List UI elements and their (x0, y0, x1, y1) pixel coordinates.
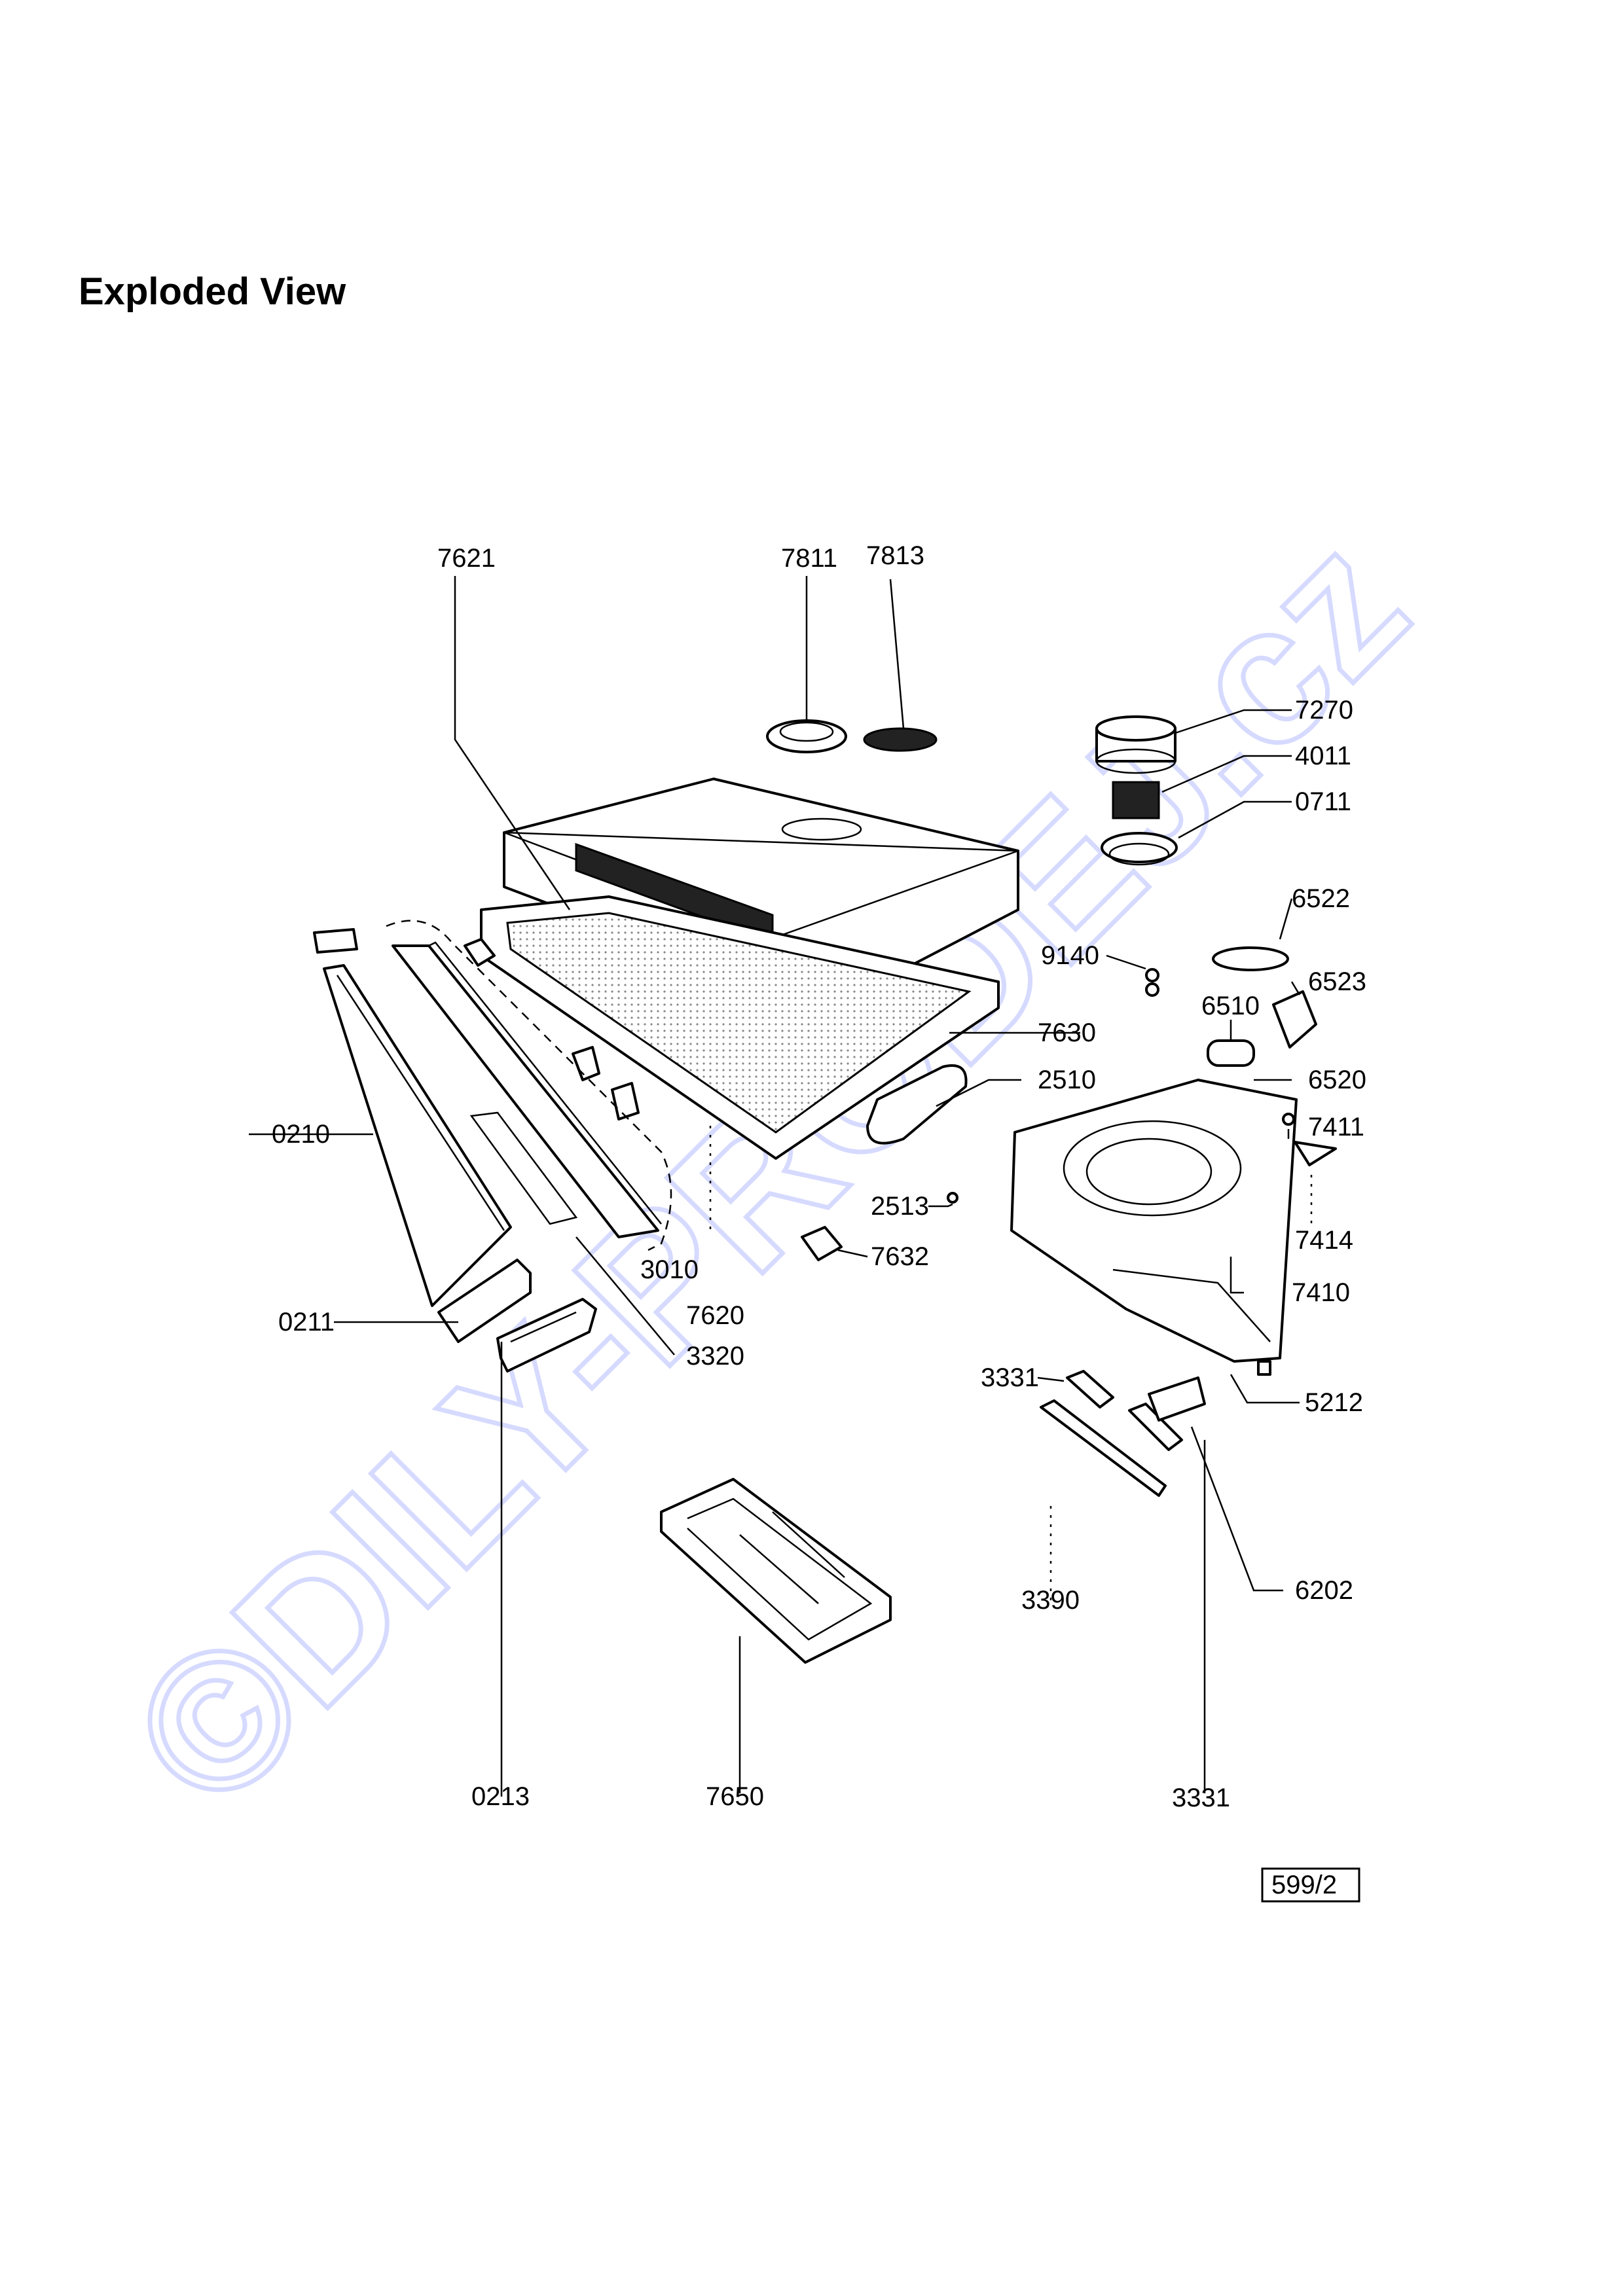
clip-parts-3010 (464, 938, 640, 1121)
motor (1112, 781, 1160, 819)
leader-lines (249, 576, 1313, 1797)
part-label-0210: 0210 (272, 1120, 330, 1149)
part-label-2510: 2510 (1038, 1066, 1096, 1094)
part-label-2513: 2513 (871, 1192, 929, 1221)
part-label-7632: 7632 (871, 1242, 929, 1271)
switch-rail-3390 (1040, 1399, 1167, 1497)
lamp-bulb (1207, 1039, 1255, 1067)
cable-clip-7411 (1282, 1113, 1295, 1126)
part-label-7813: 7813 (866, 541, 924, 570)
part-label-4011: 4011 (1295, 742, 1351, 770)
part-label-6522: 6522 (1292, 884, 1350, 913)
page-code-box: 599/2 (1261, 1867, 1360, 1903)
support-arm (437, 1259, 532, 1343)
duct-collar (766, 719, 847, 753)
duct-part-2510 (866, 1064, 968, 1145)
part-label-3390: 3390 (1021, 1586, 1080, 1615)
part-label-7650: 7650 (706, 1782, 764, 1811)
fan-housing (1010, 1079, 1298, 1363)
front-panel (386, 920, 672, 1251)
part-label-3320: 3320 (686, 1342, 744, 1371)
grease-filter-frame (480, 895, 1000, 1230)
cable-guide-7414 (1294, 1141, 1337, 1166)
part-label-3331-top: 3331 (981, 1363, 1039, 1392)
part-label-7410: 7410 (1292, 1278, 1350, 1307)
switch-part-3331 (1066, 1370, 1114, 1408)
screw-2513 (947, 1192, 958, 1204)
duct-grille (863, 727, 938, 752)
page-title: Exploded View (79, 270, 346, 313)
part-label-3010: 3010 (640, 1255, 699, 1284)
part-label-7811: 7811 (781, 544, 837, 573)
fan-wheel (1101, 832, 1178, 866)
lamp-holder (1272, 990, 1317, 1049)
part-label-7270: 7270 (1295, 696, 1353, 725)
charcoal-filter-tray (660, 1478, 892, 1664)
part-label-6520: 6520 (1308, 1066, 1366, 1094)
lamp-cover (1212, 946, 1289, 971)
page-code: 599/2 (1271, 1871, 1337, 1899)
part-label-7630: 7630 (1038, 1018, 1096, 1047)
part-label-6523: 6523 (1308, 967, 1366, 996)
part-label-6510: 6510 (1201, 992, 1260, 1020)
part-label-7411: 7411 (1308, 1113, 1364, 1141)
part-label-0211: 0211 (278, 1308, 335, 1336)
part-label-6202: 6202 (1295, 1576, 1353, 1605)
glass-panel (313, 928, 512, 1307)
part-label-7620: 7620 (686, 1301, 744, 1330)
part-label-0213: 0213 (471, 1782, 530, 1811)
part-label-7414: 7414 (1295, 1226, 1353, 1255)
part-label-3331-bottom: 3331 (1172, 1784, 1230, 1812)
part-label-7621: 7621 (437, 544, 496, 573)
switch-part-6202 (1128, 1376, 1206, 1451)
part-label-9140: 9140 (1041, 941, 1099, 970)
clip-7632 (801, 1226, 843, 1261)
switch-knobs-9140 (1145, 968, 1159, 997)
part-label-0711: 0711 (1295, 787, 1351, 816)
part-label-5212: 5212 (1305, 1388, 1363, 1417)
connector-5212 (1257, 1360, 1271, 1376)
fan-cover (1095, 715, 1176, 774)
